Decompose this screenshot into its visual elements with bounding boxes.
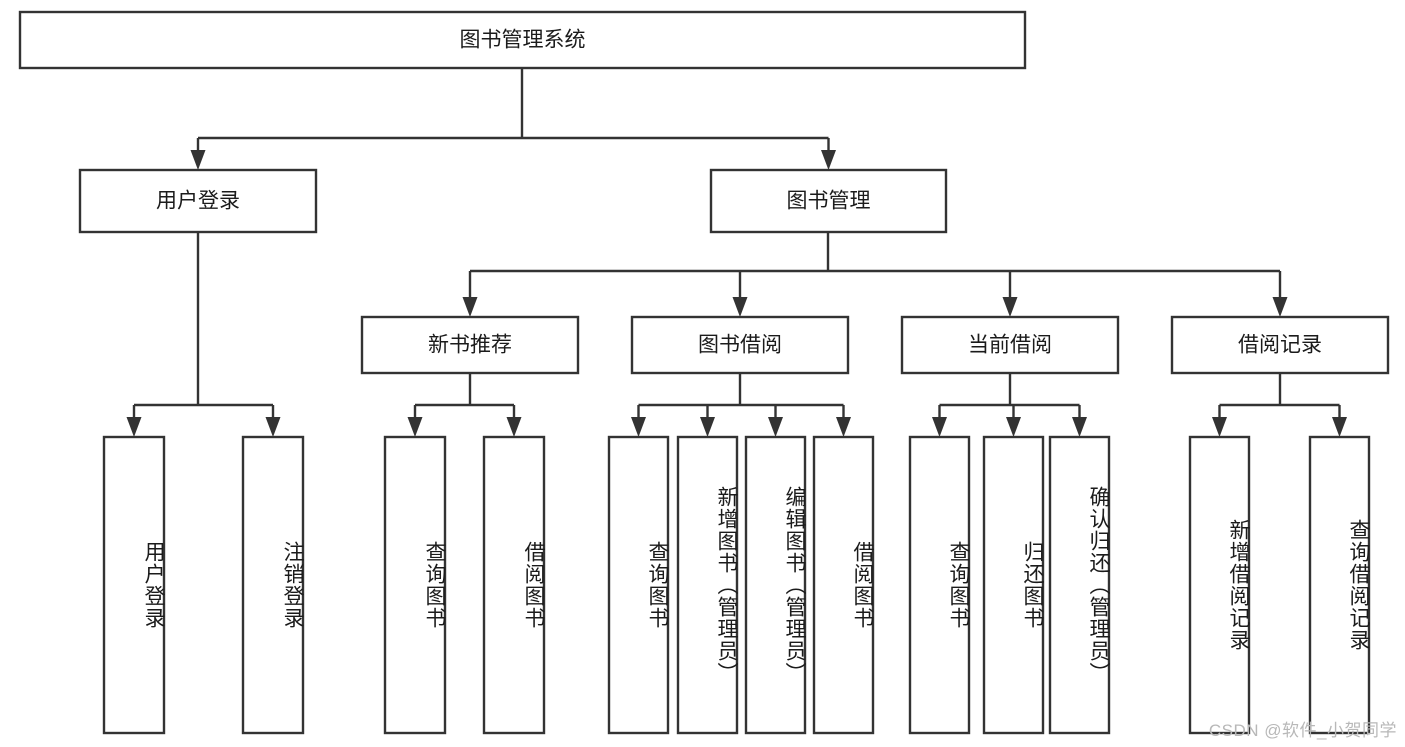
node-leaf-add-record: [1188, 435, 1251, 735]
edge-to-leaf-borrow-book-1-head: [506, 417, 522, 437]
node-user-login-label: 用户登录: [156, 190, 240, 213]
edge-bookmanage-to-borrow-record-head: [1272, 297, 1288, 317]
node-leaf-query-book-2: [607, 435, 670, 735]
edges-layer: [126, 68, 1347, 437]
edge-to-leaf-query-book-2-head: [631, 417, 646, 437]
node-leaf-confirm-return: [1048, 435, 1111, 735]
node-borrow-record: [1170, 315, 1390, 375]
node-leaf-borrow-book-2: [812, 435, 875, 735]
node-book-borrow-label: 图书借阅: [698, 334, 782, 357]
node-root: [18, 10, 1027, 70]
edge-to-leaf-edit-book-head: [768, 417, 783, 437]
node-leaf-user-login: [102, 435, 166, 735]
boxes-layer: [18, 10, 1390, 735]
edge-bookmanage-to-new-book-recommend-head: [462, 297, 478, 317]
node-leaf-query-book-1: [383, 435, 447, 735]
node-leaf-borrow-book-1: [482, 435, 546, 735]
node-leaf-add-book: [676, 435, 739, 735]
edge-to-leaf-confirm-return-head: [1072, 417, 1087, 437]
edge-to-leaf-user-logout-head: [265, 417, 281, 437]
edge-to-leaf-query-record-head: [1332, 417, 1347, 437]
edge-root-to-user-login-head: [190, 150, 206, 170]
node-new-book-recommend: [360, 315, 580, 375]
edge-to-leaf-borrow-book-2-head: [836, 417, 851, 437]
node-new-book-recommend-label: 新书推荐: [428, 334, 512, 357]
edge-to-leaf-add-record-head: [1212, 417, 1227, 437]
node-book-manage: [709, 168, 948, 234]
node-user-login: [78, 168, 318, 234]
node-leaf-query-book-3: [908, 435, 971, 735]
edge-root-to-book-manage-head: [821, 150, 836, 170]
node-current-borrow: [900, 315, 1120, 375]
node-book-borrow: [630, 315, 850, 375]
edge-to-leaf-query-book-3-head: [932, 417, 947, 437]
edge-to-leaf-user-login-head: [126, 417, 142, 437]
node-current-borrow-label: 当前借阅: [968, 334, 1052, 357]
node-borrow-record-label: 借阅记录: [1238, 334, 1322, 357]
node-leaf-return-book: [982, 435, 1045, 735]
edge-bookmanage-to-current-borrow-head: [1002, 297, 1018, 317]
node-leaf-query-record: [1308, 435, 1371, 735]
watermark-text: CSDN @软件_小贺同学: [1208, 721, 1397, 740]
node-leaf-user-logout: [241, 435, 305, 735]
edge-bookmanage-to-book-borrow-head: [732, 297, 748, 317]
edge-to-leaf-return-book-head: [1006, 417, 1021, 437]
edge-to-leaf-add-book-head: [700, 417, 715, 437]
node-leaf-edit-book: [744, 435, 807, 735]
node-book-manage-label: 图书管理: [787, 190, 871, 213]
node-root-label: 图书管理系统: [460, 29, 586, 52]
edge-to-leaf-query-book-1-head: [407, 417, 423, 437]
